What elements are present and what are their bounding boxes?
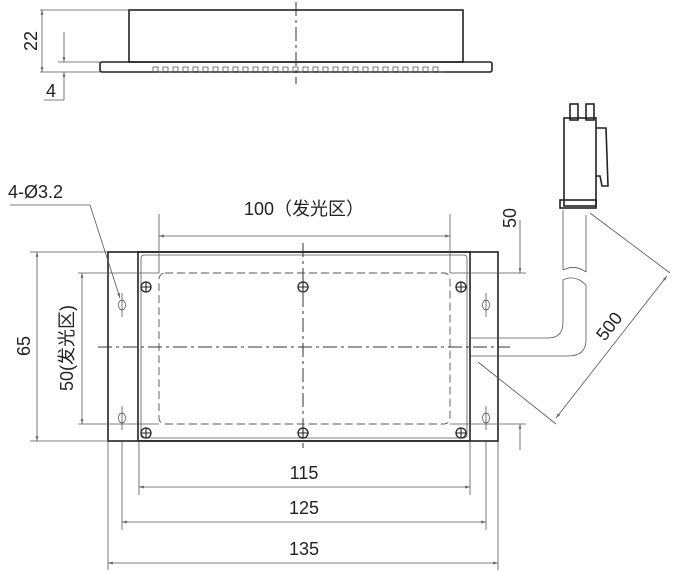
label-115: 115	[290, 463, 319, 483]
screw-icon	[455, 427, 467, 439]
inner-frame	[137, 251, 471, 442]
label-100: 100（发光区）	[244, 199, 364, 219]
heat-sink-teeth	[152, 66, 443, 73]
screws	[140, 281, 467, 439]
label-4: 4	[46, 81, 56, 101]
label-22: 22	[21, 31, 41, 51]
cable	[470, 210, 587, 357]
screw-icon	[297, 427, 309, 439]
label-50-right: 50	[500, 208, 520, 228]
screw-icon	[297, 281, 309, 293]
top-view: 22 4	[21, 2, 493, 101]
hole-label: 4-Ø3.2	[8, 182, 63, 202]
label-135: 135	[289, 539, 319, 559]
label-125: 125	[289, 498, 319, 518]
label-500: 500	[592, 308, 626, 344]
front-view: 4-Ø3.2 100（发光区） 65 50(发光区) 50 115 125	[8, 103, 671, 570]
screw-icon	[455, 281, 467, 293]
label-65: 65	[14, 336, 34, 356]
screw-icon	[140, 281, 152, 293]
label-50-emit: 50(发光区)	[57, 305, 77, 391]
connector	[559, 103, 609, 209]
emitting-area	[158, 272, 451, 425]
mounting-holes	[118, 293, 490, 430]
screw-icon	[140, 427, 152, 439]
